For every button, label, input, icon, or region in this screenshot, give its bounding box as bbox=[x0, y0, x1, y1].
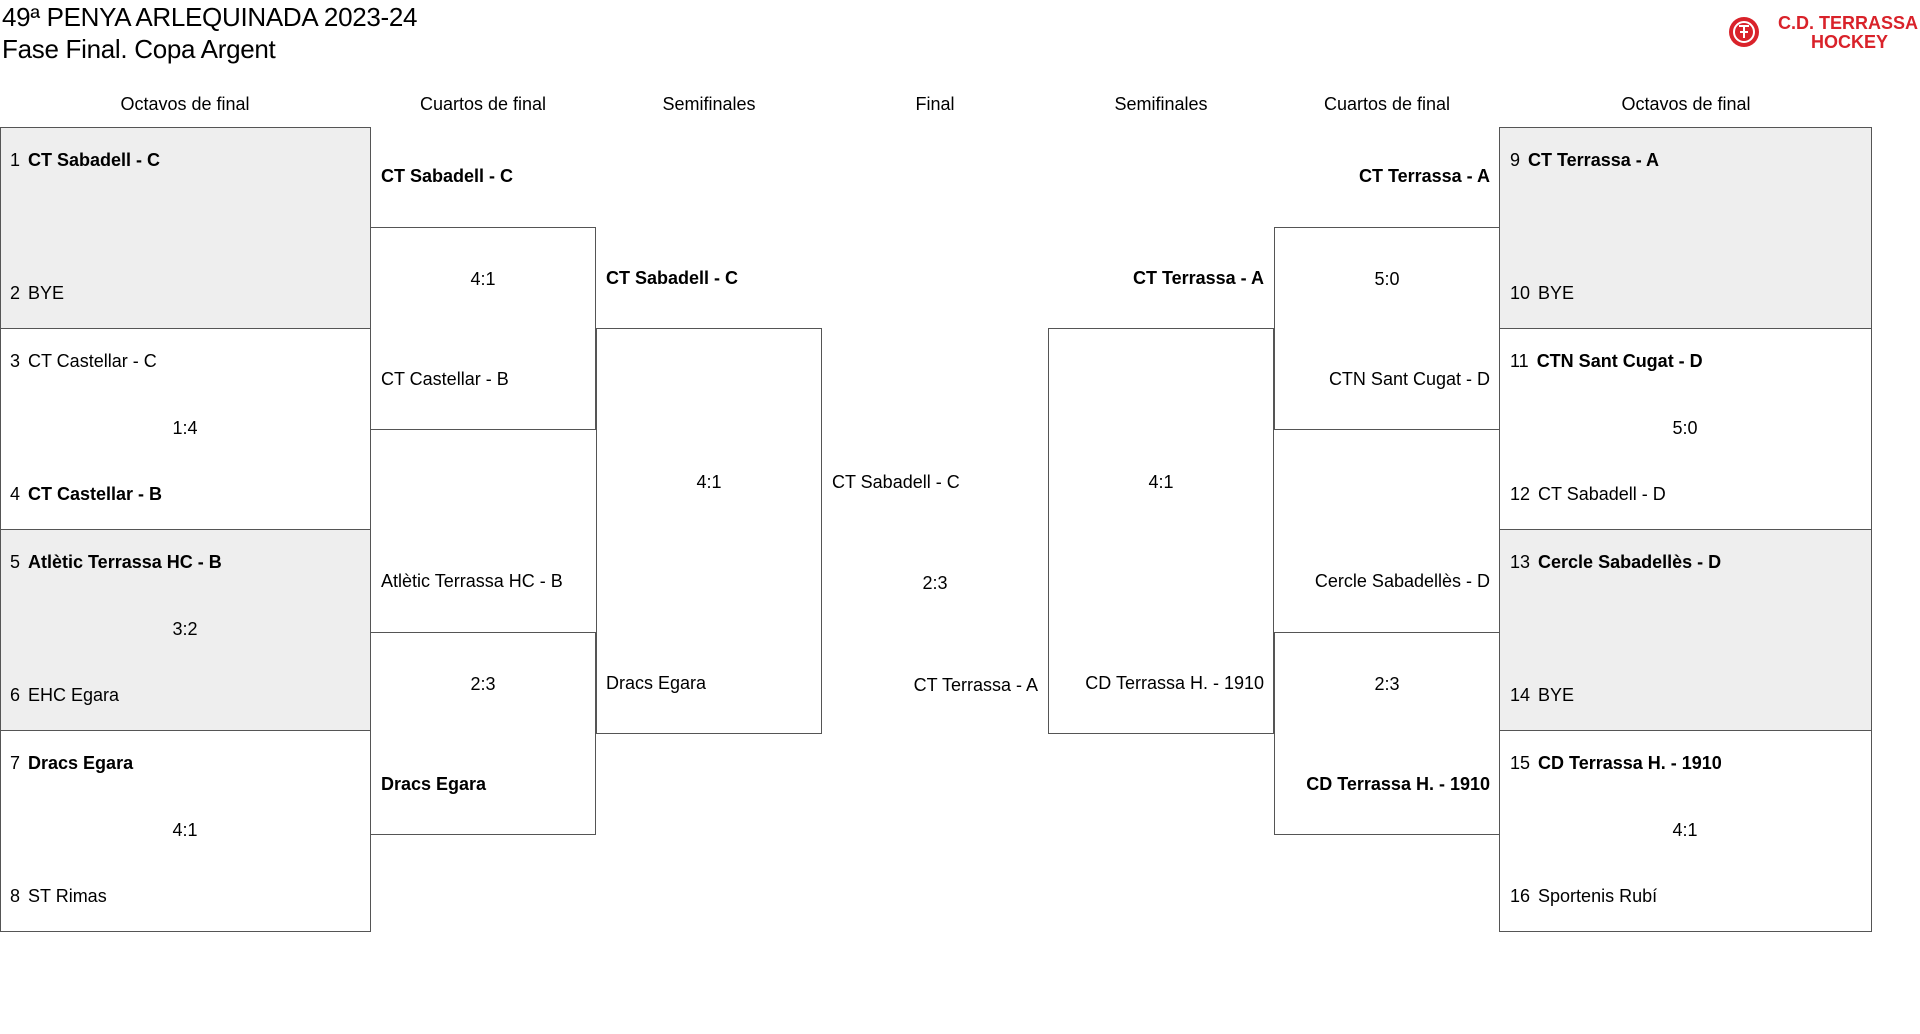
team-entry: CT Terrassa - A bbox=[1132, 268, 1264, 288]
header-left-qf: Cuartos de final bbox=[419, 94, 547, 114]
bracket-connector bbox=[1048, 328, 1274, 734]
team-entry: CT Terrassa - A bbox=[1358, 166, 1490, 186]
header-left-sf: Semifinales bbox=[662, 94, 756, 114]
header-right-qf: Cuartos de final bbox=[1323, 94, 1451, 114]
bracket-connector bbox=[1274, 227, 1500, 430]
club-crest-icon bbox=[1729, 17, 1759, 47]
match-score: 3:2 bbox=[172, 619, 198, 639]
team-entry: CT Sabadell - C bbox=[832, 472, 960, 492]
match-box-right-r16-3 bbox=[1499, 529, 1872, 731]
match-score: 4:1 bbox=[696, 472, 722, 492]
match-score: 2:3 bbox=[470, 674, 496, 694]
match-score: 4:1 bbox=[1148, 472, 1174, 492]
team-entry: Dracs Egara bbox=[606, 673, 707, 693]
team-entry: CTN Sant Cugat - D bbox=[1328, 369, 1490, 389]
match-score: 1:4 bbox=[172, 418, 198, 438]
bracket-connector bbox=[370, 632, 596, 835]
team-entry: CD Terrassa H. - 1910 bbox=[1306, 774, 1490, 794]
match-score: 5:0 bbox=[1374, 269, 1400, 289]
club-logo: C.D. TERRASSA HOCKEY bbox=[1728, 14, 1918, 54]
team-entry: Atlètic Terrassa HC - B bbox=[381, 571, 563, 591]
logo-line1: C.D. TERRASSA bbox=[1777, 13, 1918, 33]
match-score: 2:3 bbox=[1374, 674, 1400, 694]
match-box-right-r16-4 bbox=[1499, 730, 1872, 932]
page-subtitle: Fase Final. Copa Argent bbox=[2, 34, 276, 64]
match-score: 5:0 bbox=[1672, 418, 1698, 438]
team-entry: CT Terrassa - A bbox=[913, 675, 1038, 695]
match-box-right-r16-1 bbox=[1499, 127, 1872, 329]
bracket-connector bbox=[596, 328, 822, 734]
page-title: 49ª PENYA ARLEQUINADA 2023-24 bbox=[2, 2, 418, 32]
header-right-r16: Octavos de final bbox=[1621, 94, 1751, 114]
bracket-connector bbox=[1274, 632, 1500, 835]
header-final: Final bbox=[915, 94, 955, 114]
match-box-left-r16-1 bbox=[0, 127, 371, 329]
team-entry: CD Terrassa H. - 1910 bbox=[1085, 673, 1264, 693]
header-right-sf: Semifinales bbox=[1114, 94, 1208, 114]
bracket-connector bbox=[370, 227, 596, 430]
team-entry: Cercle Sabadellès - D bbox=[1314, 571, 1490, 591]
team-entry: Dracs Egara bbox=[381, 774, 487, 794]
team-entry: CT Castellar - B bbox=[381, 369, 509, 389]
match-score: 2:3 bbox=[922, 573, 948, 593]
match-score: 4:1 bbox=[470, 269, 496, 289]
team-entry: CT Sabadell - C bbox=[381, 166, 514, 186]
match-score: 4:1 bbox=[1672, 820, 1698, 840]
team-entry: CT Sabadell - C bbox=[606, 268, 739, 288]
header-left-r16: Octavos de final bbox=[120, 94, 250, 114]
logo-line2: HOCKEY bbox=[1810, 32, 1888, 52]
match-score: 4:1 bbox=[172, 820, 198, 840]
